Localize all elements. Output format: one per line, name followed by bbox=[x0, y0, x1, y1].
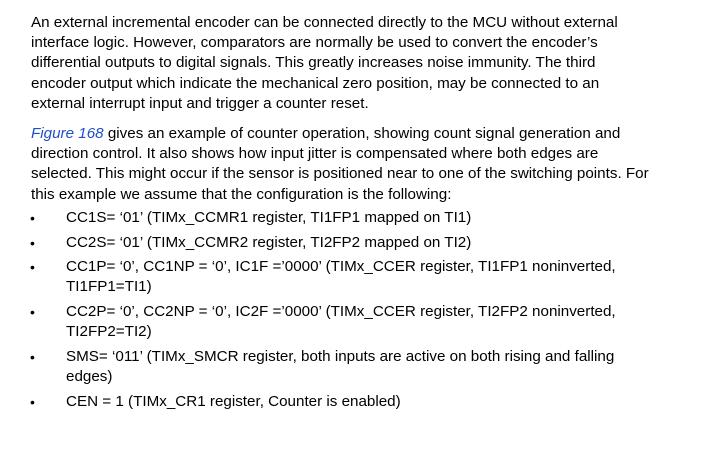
bullet-text: CC2P= ‘0’, CC2NP = ‘0’, IC2F =’0000’ (TI… bbox=[66, 302, 616, 320]
bullet-icon: • bbox=[30, 234, 35, 251]
text-line: encoder output which indicate the mechan… bbox=[31, 74, 600, 92]
bullet-text: edges) bbox=[66, 367, 113, 385]
paragraph-encoder-intro: An external incremental encoder can be c… bbox=[31, 13, 713, 114]
paragraph-counter-operation: Figure 168 gives an example of counter o… bbox=[31, 124, 713, 205]
bullet-text: CC1S= ‘01’ (TIMx_CCMR1 register, TI1FP1 … bbox=[66, 209, 472, 226]
bullet-text: CEN = 1 (TIMx_CR1 register, Counter is e… bbox=[66, 392, 401, 410]
text-line: external interrupt input and trigger a c… bbox=[31, 94, 369, 112]
bullet-item-cc1p: • CC1P= ‘0’, CC1NP = ‘0’, IC1F =’0000’ (… bbox=[0, 257, 722, 297]
text-line: Figure 168 gives an example of counter o… bbox=[31, 124, 713, 144]
bullet-icon: • bbox=[30, 348, 35, 365]
text-line: differential outputs to digital signals.… bbox=[31, 54, 596, 72]
bullet-item-sms: • SMS= ‘011’ (TIMx_SMCR register, both i… bbox=[0, 347, 722, 387]
bullet-icon: • bbox=[30, 259, 35, 276]
bullet-icon: • bbox=[30, 303, 35, 320]
text-line: direction control. It also shows how inp… bbox=[31, 145, 599, 163]
bullet-icon: • bbox=[30, 393, 35, 410]
text-line: selected. This might occur if the sensor… bbox=[31, 165, 649, 183]
bullet-text: SMS= ‘011’ (TIMx_SMCR register, both inp… bbox=[66, 347, 615, 365]
text-line-rest: gives an example of counter operation, s… bbox=[103, 125, 621, 142]
bullet-item-cc2p: • CC2P= ‘0’, CC2NP = ‘0’, IC2F =’0000’ (… bbox=[0, 302, 722, 342]
bullet-text: TI2FP2=TI2) bbox=[66, 323, 152, 341]
bullet-item-cc1s: • CC1S= ‘01’ (TIMx_CCMR1 register, TI1FP… bbox=[0, 208, 722, 228]
bullet-icon: • bbox=[30, 210, 35, 226]
figure-168-link[interactable]: Figure 168 bbox=[31, 125, 104, 142]
text-line: interface logic. However, comparators ar… bbox=[31, 34, 598, 52]
bullet-text: TI1FP1=TI1) bbox=[66, 278, 152, 296]
bullet-text: CC2S= ‘01’ (TIMx_CCMR2 register, TI2FP2 … bbox=[66, 233, 472, 251]
text-line: An external incremental encoder can be c… bbox=[31, 14, 618, 31]
bullet-item-cen: • CEN = 1 (TIMx_CR1 register, Counter is… bbox=[0, 392, 722, 412]
text-line: this example we assume that the configur… bbox=[31, 185, 452, 203]
bullet-text: CC1P= ‘0’, CC1NP = ‘0’, IC1F =’0000’ (TI… bbox=[66, 258, 616, 276]
bullet-item-cc2s: • CC2S= ‘01’ (TIMx_CCMR2 register, TI2FP… bbox=[0, 233, 722, 253]
configuration-bullet-list: • CC1S= ‘01’ (TIMx_CCMR1 register, TI1FP… bbox=[0, 208, 722, 416]
